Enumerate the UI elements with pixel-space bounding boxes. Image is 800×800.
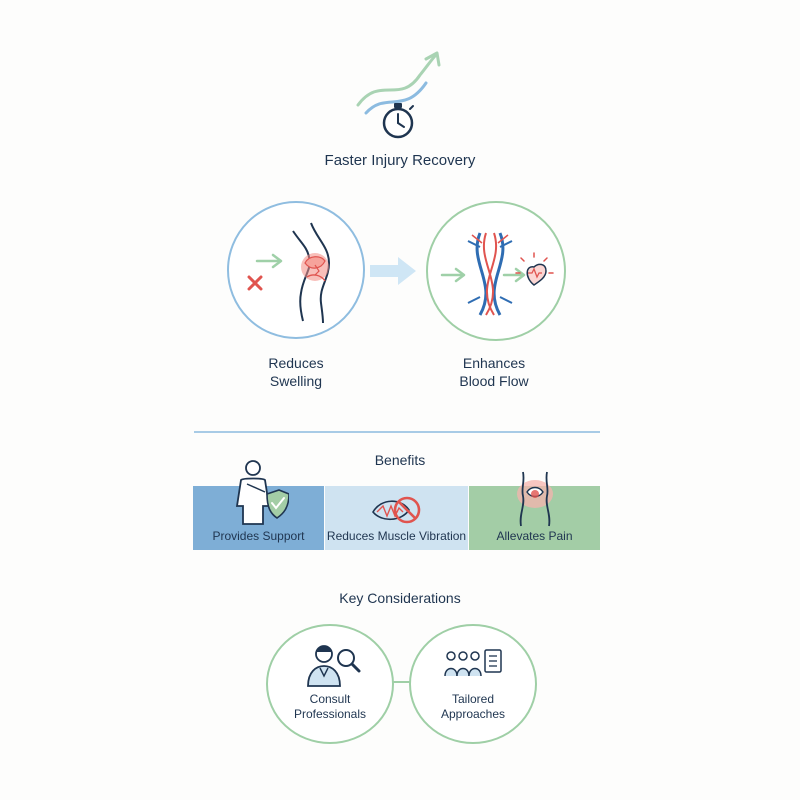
flow-arrow-icon	[370, 257, 416, 285]
benefit-label-vibration: Reduces Muscle Vibration	[326, 529, 467, 543]
tailored-label: Tailored Approaches	[440, 692, 506, 721]
tailored-approaches-circle: Tailored Approaches	[409, 624, 537, 744]
consult-professionals-circle: Consult Professionals	[266, 624, 394, 744]
benefit-label-pain: Allevates Pain	[496, 529, 573, 543]
swelling-circle	[227, 201, 365, 339]
swollen-knee-icon	[247, 222, 331, 324]
considerations-title: Key Considerations	[339, 590, 461, 606]
blood-flow-circle	[426, 201, 566, 341]
consult-label: Consult Professionals	[293, 692, 367, 721]
group-checklist-icon	[444, 649, 502, 677]
recovery-stopwatch-icon	[356, 51, 441, 139]
benefit-panel-support: Provides Support	[193, 460, 324, 550]
benefit-panel-vibration: Reduces Muscle Vibration	[325, 486, 468, 550]
effect-label-blood-flow: Enhances Blood Flow	[459, 355, 529, 389]
considerations-connector	[385, 681, 415, 683]
benefits-title: Benefits	[374, 452, 426, 468]
blood-vessels-icon	[440, 232, 554, 316]
section-divider	[194, 431, 600, 433]
doctor-search-icon	[307, 645, 361, 687]
effect-label-swelling: Reduces Swelling	[268, 355, 324, 389]
person-shield-icon	[235, 460, 289, 525]
joint-pain-icon	[517, 471, 553, 527]
no-vibration-icon	[372, 496, 421, 524]
benefit-label-support: Provides Support	[212, 529, 305, 543]
benefit-panel-pain: Allevates Pain	[469, 471, 600, 550]
page-title: Faster Injury Recovery	[324, 152, 476, 169]
